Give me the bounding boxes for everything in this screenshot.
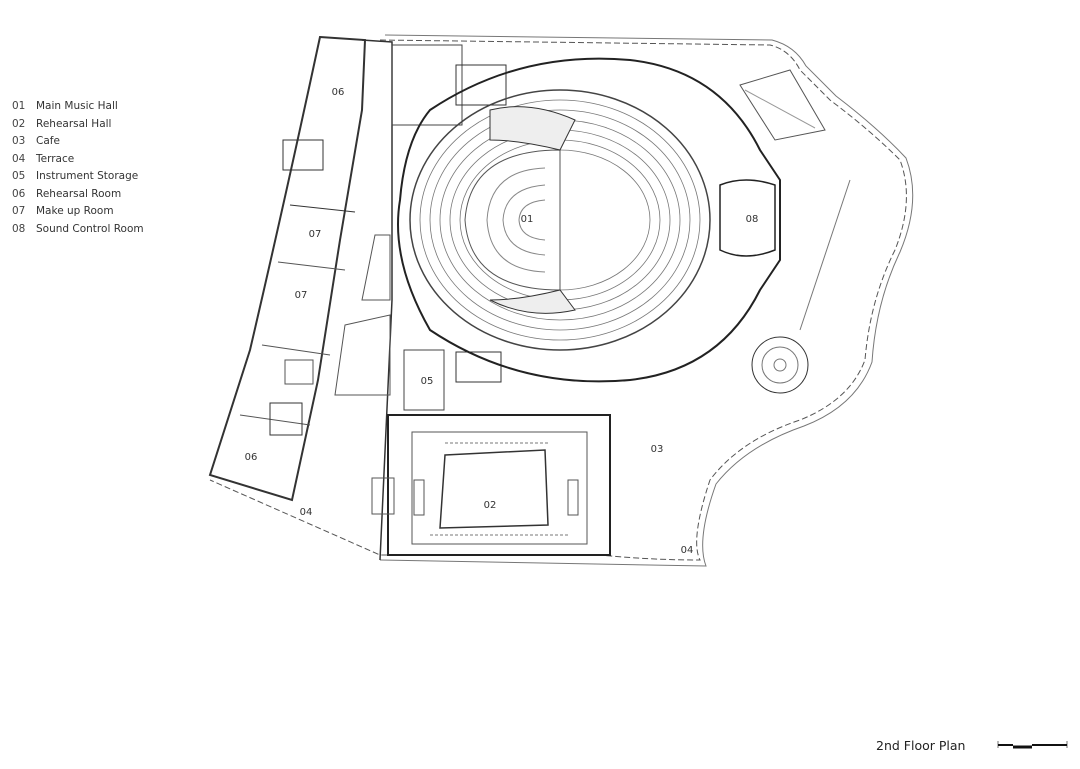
room-label-05: 05 xyxy=(421,376,434,387)
legend-item: 03 Cafe xyxy=(12,133,144,151)
legend-num: 07 xyxy=(12,205,26,217)
plan-caption: 2nd Floor Plan xyxy=(876,738,966,753)
legend-num: 04 xyxy=(12,152,26,165)
legend-label: Cafe xyxy=(36,135,60,147)
room-label-07-b: 07 xyxy=(295,290,308,301)
spiral-stair xyxy=(751,336,809,394)
room-label-06-south: 06 xyxy=(245,452,258,463)
room-label-08: 08 xyxy=(746,214,759,225)
scale-bar xyxy=(997,741,1068,749)
legend-num: 02 xyxy=(12,117,26,130)
legend-label: Instrument Storage xyxy=(36,170,139,182)
legend-label: Make up Room xyxy=(36,205,114,217)
legend-num: 08 xyxy=(12,222,26,235)
room-label-06-north: 06 xyxy=(332,87,345,98)
legend-label: Rehearsal Room xyxy=(36,187,122,200)
legend-item: 04 Terrace xyxy=(12,151,144,169)
legend-item: 05 Instrument Storage xyxy=(12,168,144,186)
legend-item: 02 Rehearsal Hall xyxy=(12,116,144,134)
room-legend: 01 Main Music Hall 02 Rehearsal Hall 03 Caf… xyxy=(12,98,144,238)
legend-label: Sound Control Room xyxy=(36,222,144,235)
legend-num: 05 xyxy=(12,170,26,182)
room-label-03: 03 xyxy=(651,444,664,455)
legend-item: 08 Sound Control Room xyxy=(12,221,144,239)
room-label-04-west: 04 xyxy=(300,507,313,518)
room-label-02: 02 xyxy=(484,500,497,511)
legend-num: 06 xyxy=(12,187,26,200)
room-label-01: 01 xyxy=(521,214,534,225)
site-boundary xyxy=(209,39,907,561)
legend-num: 03 xyxy=(12,135,26,147)
legend-item: 07 Make up Room xyxy=(12,203,144,221)
legend-label: Rehearsal Hall xyxy=(36,117,112,130)
legend-item: 06 Rehearsal Room xyxy=(12,186,144,204)
legend-item: 01 Main Music Hall xyxy=(12,98,144,116)
west-wing xyxy=(208,35,367,502)
main-music-hall xyxy=(397,57,781,383)
legend-label: Main Music Hall xyxy=(36,100,118,112)
room-label-04-south: 04 xyxy=(681,545,694,556)
rehearsal-hall xyxy=(387,414,611,556)
legend-num: 01 xyxy=(12,100,26,112)
legend-label: Terrace xyxy=(36,152,75,165)
room-label-07-a: 07 xyxy=(309,229,322,240)
